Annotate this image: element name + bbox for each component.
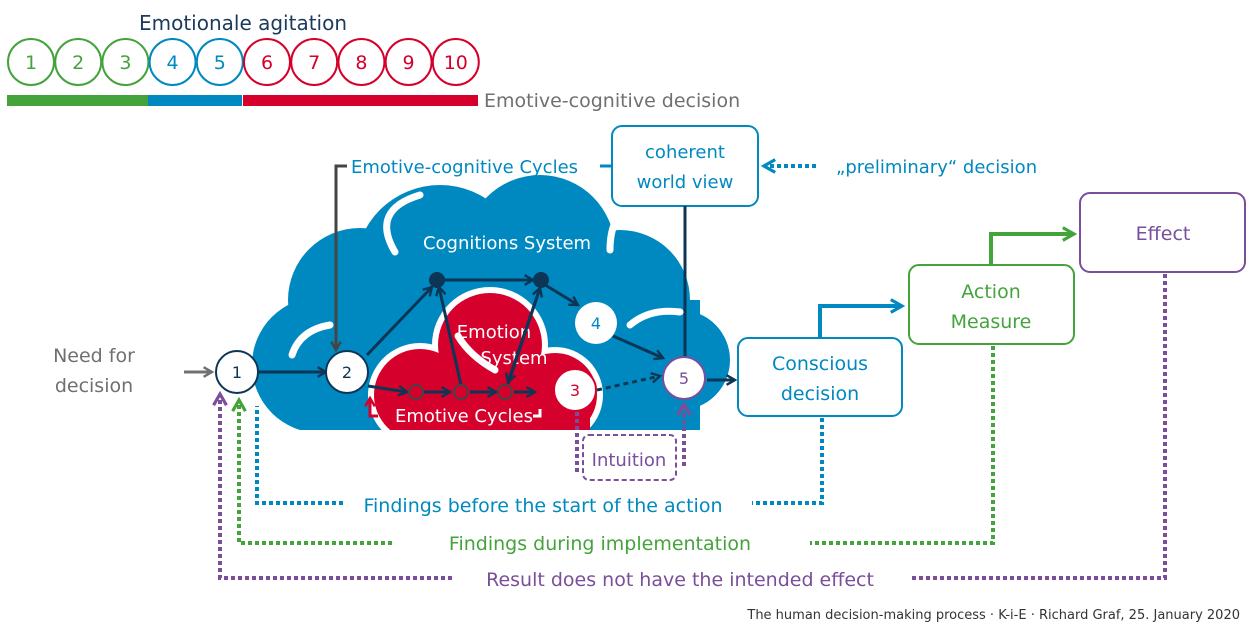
coherent-world-view-label-2: world view xyxy=(637,172,734,193)
node-3: 3 xyxy=(553,368,597,412)
cognition-arrows xyxy=(259,274,738,398)
emotive-cognitive-cycles-label: Emotive-cognitive Cycles xyxy=(351,157,578,178)
node-1: 1 xyxy=(215,350,259,394)
agitation-level-5 xyxy=(195,38,244,86)
agitation-level-8 xyxy=(337,38,386,86)
emotive-cycles-label: Emotive Cycles xyxy=(395,406,533,427)
agitation-level-7 xyxy=(290,38,339,86)
agitation-level-label: 7 xyxy=(308,52,320,74)
cognitions-system-label: Cognitions System xyxy=(423,233,591,254)
result-not-intended-label: Result does not have the intended effect xyxy=(486,569,874,591)
svg-text:2: 2 xyxy=(342,363,352,382)
intuition-box xyxy=(582,434,677,481)
footer-caption: The human decision-making process · K-i-… xyxy=(746,608,1240,623)
cycles-feed-arrow xyxy=(330,164,347,353)
action-measure-label-1: Action xyxy=(961,281,1021,303)
feedback-loop-green xyxy=(239,346,995,545)
svg-text:5: 5 xyxy=(679,369,689,388)
emotive-cycles-bracket-left xyxy=(364,395,378,418)
effect-label: Effect xyxy=(1136,223,1191,245)
agitation-level-1 xyxy=(7,38,55,86)
emotive-cycle-dot-1 xyxy=(408,384,424,400)
node-4: 4 xyxy=(575,302,617,344)
scale-bar-green xyxy=(7,95,148,106)
need-for-decision-label-1: Need for xyxy=(53,345,135,367)
need-for-decision-label-2: decision xyxy=(55,375,133,397)
agitation-level-label: 8 xyxy=(355,52,367,74)
agitation-level-label: 10 xyxy=(444,52,468,74)
agitation-scale: 1 2 3 4 5 6 7 8 9 10 xyxy=(7,38,480,86)
agitation-level-9 xyxy=(384,38,433,86)
emotive-cognitive-decision-label: Emotive-cognitive decision xyxy=(484,90,740,112)
agitation-level-label: 5 xyxy=(214,52,226,74)
agitation-level-label: 4 xyxy=(167,52,179,74)
agitation-level-label: 1 xyxy=(25,52,37,74)
emotive-cycle-dot-2 xyxy=(453,384,469,400)
emotion-system-label-1: Emotion xyxy=(457,322,531,343)
findings-before-label: Findings before the start of the action xyxy=(363,495,722,517)
agitation-level-label: 3 xyxy=(119,52,131,74)
agitation-level-6 xyxy=(243,38,291,86)
cognition-dot-1 xyxy=(429,272,445,288)
action-measure-label-2: Measure xyxy=(951,311,1032,333)
svg-text:1: 1 xyxy=(232,363,242,382)
emotive-cycle-dot-3 xyxy=(497,384,513,400)
conscious-to-action-arrow xyxy=(818,298,906,338)
coherent-world-view-box xyxy=(611,125,759,207)
conscious-decision-label-2: decision xyxy=(781,383,859,405)
emotion-system-label-2: System xyxy=(480,348,547,369)
agitation-title: Emotionale agitation xyxy=(139,11,347,35)
agitation-level-label: 9 xyxy=(403,52,415,74)
preliminary-decision-label: „preliminary“ decision xyxy=(836,157,1037,178)
agitation-level-2 xyxy=(54,38,103,86)
node-5: 5 xyxy=(662,356,706,400)
feedback-loop-purple xyxy=(220,274,1167,580)
intuition-label: Intuition xyxy=(592,450,667,471)
agitation-level-10 xyxy=(431,38,480,86)
feedback-loop-blue xyxy=(255,406,824,505)
conscious-decision-label-1: Conscious xyxy=(772,353,868,375)
agitation-level-4 xyxy=(148,38,197,86)
svg-text:3: 3 xyxy=(570,381,580,400)
node-2: 2 xyxy=(325,350,369,394)
agitation-level-label: 6 xyxy=(261,52,273,74)
coherent-world-view-label-1: coherent xyxy=(645,142,725,163)
scale-bar-blue xyxy=(148,95,242,106)
svg-text:4: 4 xyxy=(591,314,601,333)
findings-during-label: Findings during implementation xyxy=(449,533,751,555)
action-to-effect-arrow xyxy=(989,226,1078,265)
cognition-dot-2 xyxy=(533,272,549,288)
emotive-cycles-bracket-right xyxy=(533,409,542,418)
agitation-level-3 xyxy=(101,38,150,86)
effect-box xyxy=(1079,192,1246,273)
scale-bar-red xyxy=(243,95,478,106)
agitation-level-label: 2 xyxy=(72,52,84,74)
